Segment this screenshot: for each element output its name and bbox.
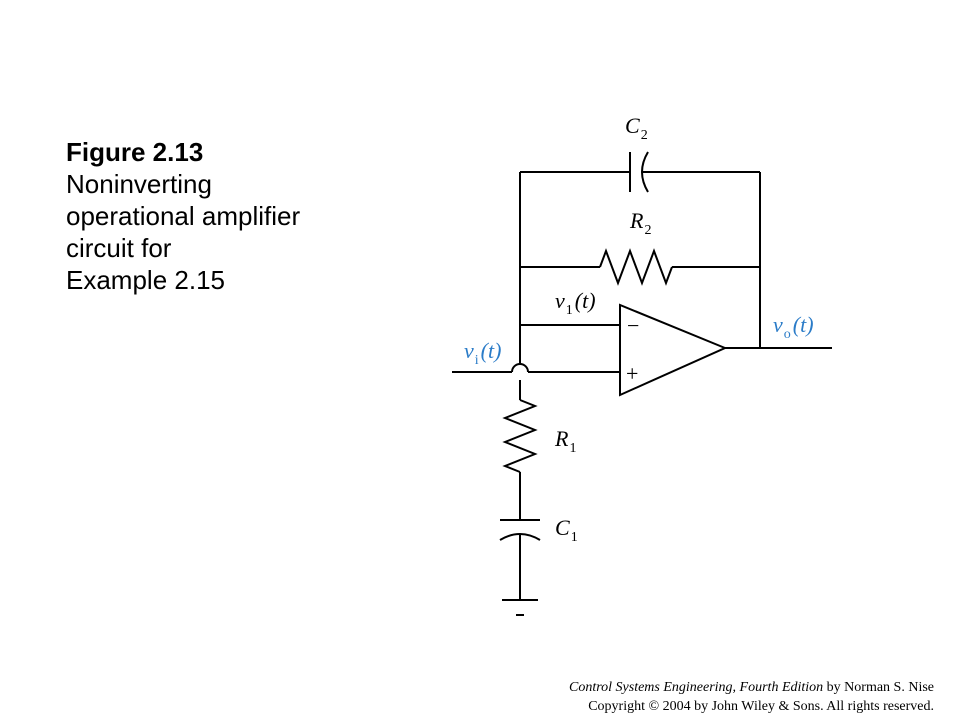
vi-label: vi(t) [464,338,501,368]
book-title: Control Systems Engineering, Fourth Edit… [568,680,824,695]
opamp-minus-sign: − [627,313,639,338]
opamp-triangle [619,303,728,397]
r2-label: R2 [629,208,651,238]
figure-caption: Figure 2.13 Noninverting operational amp… [66,136,386,296]
c1-label: C1 [555,515,578,545]
book-author: by Norman S. Nise [823,680,934,695]
c2-label: C2 [625,113,648,143]
input-wire-hop [511,363,529,373]
r1-label: R1 [554,426,576,456]
r1-resistor [502,399,538,473]
vo-label: vo(t) [773,312,814,342]
caption-line-4: Example 2.15 [66,265,225,295]
r2-resistor [599,248,673,286]
circuit-wires [452,151,832,616]
caption-line-2: operational amplifier [66,201,301,231]
book-credit: Control Systems Engineering, Fourth Edit… [569,678,934,716]
caption-line-3: circuit for [66,233,172,263]
copyright-line: Copyright © 2004 by John Wiley & Sons. A… [588,699,934,714]
book-credit-line-1: Control Systems Engineering, Fourth Edit… [569,678,934,697]
figure-number: Figure 2.13 [66,137,204,167]
v1-label: v1(t) [555,288,596,318]
opamp-plus-sign: + [626,361,638,386]
caption-line-1: Noninverting [66,169,212,199]
